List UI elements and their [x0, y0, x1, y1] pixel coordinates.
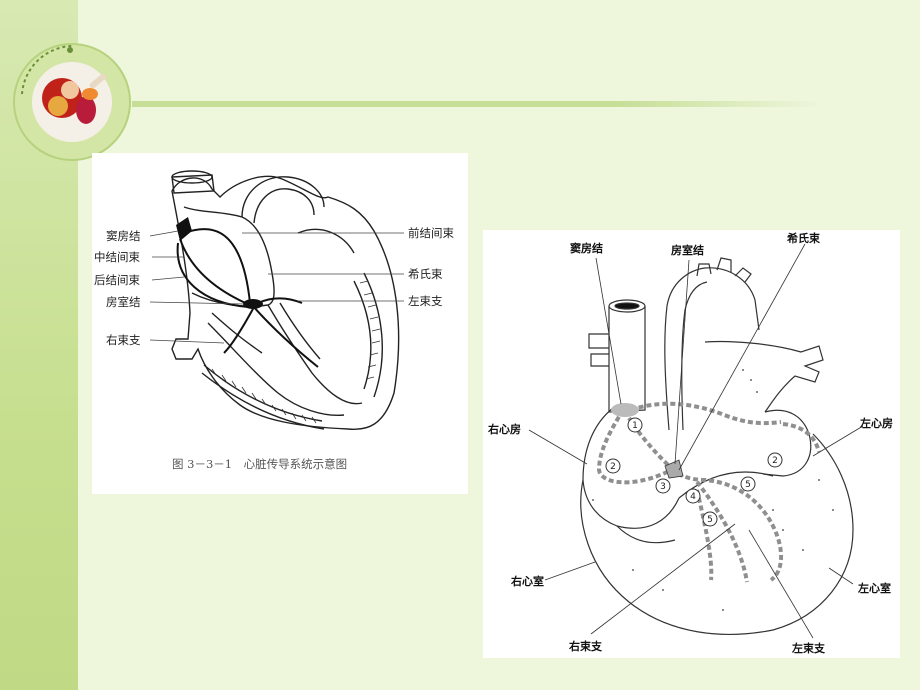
label-left-bundle-branch: 左束支 — [408, 294, 443, 308]
label-left-atrium: 左心房 — [860, 417, 893, 430]
label-right-ventricle: 右心室 — [511, 575, 544, 588]
figure-left-conduction-system: 窦房结 中结间束 后结间束 房室结 右束支 前结间束 希氏束 左束支 图 3－3… — [92, 153, 468, 494]
label-sa-node-right: 窦房结 — [570, 242, 603, 255]
label-av-node-right: 房室结 — [671, 244, 704, 257]
marker-4: 4 — [690, 492, 696, 502]
label-right-atrium: 右心房 — [488, 423, 521, 436]
heart-diagram-left — [149, 170, 404, 431]
label-his-bundle: 希氏束 — [408, 267, 443, 281]
marker-5-lower: 5 — [707, 515, 713, 525]
heart-diagram-right: 1 2 2 3 4 5 5 — [528, 243, 864, 639]
label-posterior-internodal-tract: 后结间束 — [94, 273, 140, 287]
label-left-bundle-branch-right: 左束支 — [792, 642, 825, 655]
marker-2-left-atrium: 2 — [772, 456, 778, 466]
header-divider-line — [132, 101, 822, 107]
label-middle-internodal-tract: 中结间束 — [94, 250, 140, 264]
marker-1: 1 — [632, 421, 638, 431]
marker-5-upper: 5 — [745, 480, 751, 490]
figure-right-conduction-pathways: 1 2 2 3 4 5 5 窦房结 房室结 希氏束 右心房 左心房 右心室 左心… — [483, 230, 900, 658]
label-anterior-internodal-tract: 前结间束 — [408, 226, 454, 240]
label-left-ventricle: 左心室 — [858, 582, 891, 595]
marker-2-right-atrium: 2 — [610, 462, 616, 472]
marker-3: 3 — [660, 482, 666, 492]
logo-disc-image — [13, 43, 131, 161]
label-right-bundle-branch: 右束支 — [106, 333, 141, 347]
label-av-node: 房室结 — [106, 295, 141, 309]
figure-caption: 图 3－3－1 心脏传导系统示意图 — [172, 457, 348, 471]
label-his-bundle-right: 希氏束 — [787, 232, 820, 245]
label-sa-node: 窦房结 — [106, 229, 141, 243]
label-right-bundle-branch-right: 右束支 — [569, 640, 602, 653]
